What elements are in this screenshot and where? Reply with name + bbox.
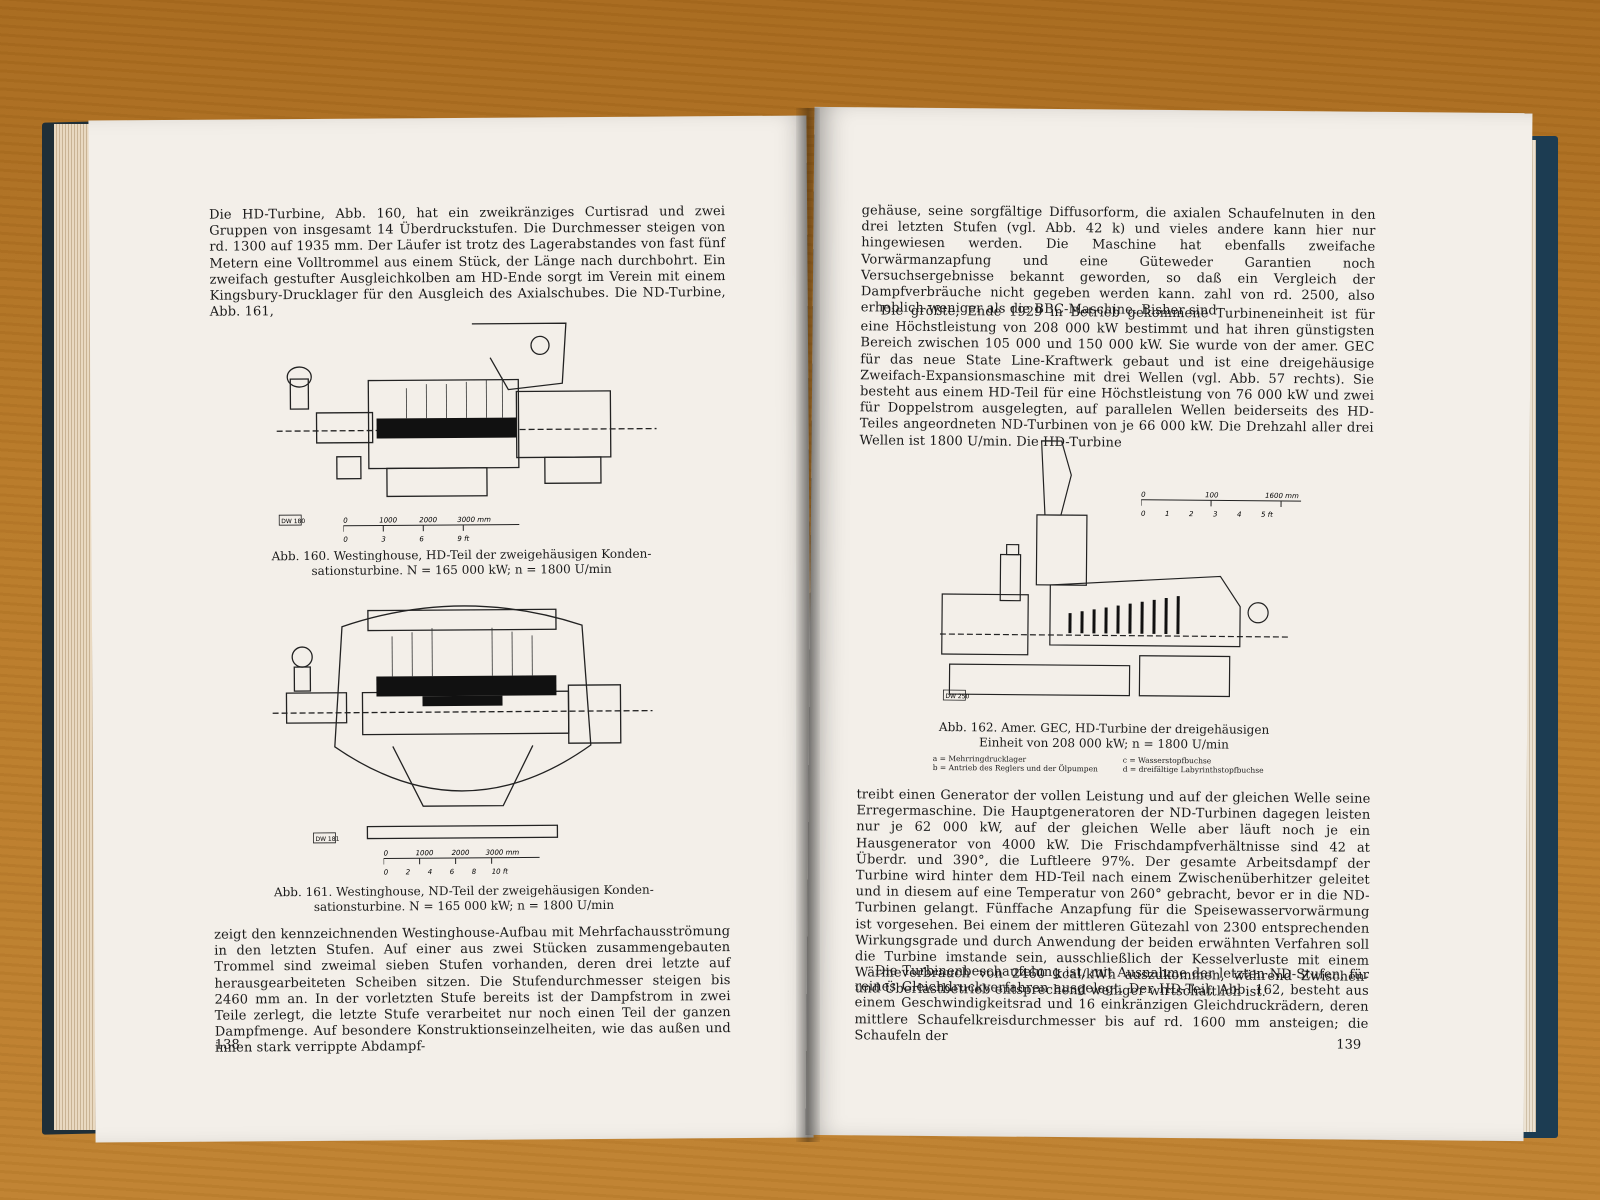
- figure-160-drawing: DW 180: [276, 317, 658, 538]
- left-page: Die HD-Turbine, Abb. 160, hat ein zweikr…: [88, 115, 814, 1143]
- scale-tick-label: 0: [384, 868, 389, 876]
- right-paragraph-fourth: Die Turbinenbeschaufelung ist, mit Ausna…: [854, 963, 1370, 1044]
- figure-161-scale: 0 1000 2000 3000 mm 0 2 4 6 8 10 ft: [383, 845, 544, 886]
- scale-tick-label: 8: [472, 868, 477, 876]
- legend-item: b = Antrieb des Reglers und der Ölpumpen: [932, 762, 1098, 774]
- figure-162-legend: a = Mehrringdrucklager c = Wasserstopfbu…: [933, 754, 1293, 775]
- right-page: gehäuse, seine sorgfältige Diffusorform,…: [805, 106, 1533, 1142]
- figure-161-stamp: DW 181: [315, 836, 339, 843]
- scale-tick-label: 2: [1189, 510, 1194, 518]
- scale-tick-label: 3000 mm: [486, 849, 520, 857]
- figure-162-stamp: DW 250: [945, 693, 969, 700]
- legend-item: d = dreifältige Labyrinthstopfbuchse: [1122, 764, 1264, 775]
- figure-160-caption-line1: Abb. 160. Westinghouse, HD-Teil der zwei…: [271, 546, 652, 564]
- figure-160-caption: Abb. 160. Westinghouse, HD-Teil der zwei…: [251, 546, 671, 579]
- scale-tick-label: 2000: [419, 516, 437, 524]
- figure-161-caption-line1: Abb. 161. Westinghouse, ND-Teil der zwei…: [273, 882, 654, 900]
- scale-tick-label: 0: [1141, 510, 1146, 518]
- right-paragraph-second: Die größte, Ende 1929 in Betrieb gekomme…: [859, 303, 1375, 451]
- scale-tick-label: 3000 mm: [457, 516, 491, 524]
- scale-tick-label: 100: [1205, 491, 1219, 499]
- scale-tick-label: 0: [1141, 491, 1146, 499]
- scale-tick-label: 1: [1165, 510, 1170, 518]
- scale-tick-label: 2: [406, 868, 411, 876]
- scale-tick-label: 5 ft: [1261, 511, 1273, 519]
- page-number-left: 138: [214, 1037, 240, 1053]
- scale-tick-label: 0: [343, 517, 348, 525]
- figure-162-caption: Abb. 162. Amer. GEC, HD-Turbine der drei…: [919, 720, 1289, 753]
- scale-tick-label: 3: [1213, 510, 1218, 518]
- left-paragraph-bottom: zeigt den kennzeichnenden Westinghouse-A…: [214, 924, 731, 1057]
- scale-tick-label: 6: [419, 535, 424, 543]
- figure-160-stamp: DW 180: [281, 518, 305, 525]
- figure-161-caption: Abb. 161. Westinghouse, ND-Teil der zwei…: [254, 882, 674, 915]
- scale-tick-label: 6: [450, 868, 455, 876]
- figure-162-scale: 0 100 1600 mm 0 1 2 3 4 5 ft: [1140, 488, 1311, 525]
- figure-160-scale: 0 1000 2000 3000 mm 0 3 6 9 ft: [343, 512, 523, 553]
- left-paragraph-top: Die HD-Turbine, Abb. 160, hat ein zweikr…: [209, 204, 726, 320]
- figure-162-caption-line1: Abb. 162. Amer. GEC, HD-Turbine der drei…: [938, 719, 1270, 737]
- scale-tick-label: 0: [384, 849, 389, 857]
- scale-tick-label: 3: [381, 535, 386, 543]
- scale-tick-label: 4: [428, 868, 433, 876]
- book-gutter: [796, 108, 820, 1142]
- figure-161-drawing: DW 181: [272, 595, 654, 848]
- figure-162-drawing: DW 250: [939, 434, 1291, 707]
- scale-tick-label: 2000: [452, 849, 470, 857]
- scale-tick-label: 1000: [416, 849, 434, 857]
- scale-tick-label: 9 ft: [457, 535, 469, 543]
- scale-tick-label: 10 ft: [492, 868, 509, 876]
- page-number-right: 139: [1336, 1037, 1362, 1053]
- figure-162-caption-line2: Einheit von 208 000 kW; n = 1800 U/min: [978, 735, 1229, 752]
- scale-tick-label: 1000: [379, 516, 397, 524]
- scale-tick-label: 4: [1237, 511, 1242, 519]
- scale-tick-label: 1600 mm: [1265, 492, 1299, 500]
- figure-161-caption-line2: sationsturbine. N = 165 000 kW; n = 1800…: [313, 897, 615, 914]
- figure-160-caption-line2: sationsturbine. N = 165 000 kW; n = 1800…: [311, 561, 612, 578]
- scale-tick-label: 0: [343, 536, 348, 544]
